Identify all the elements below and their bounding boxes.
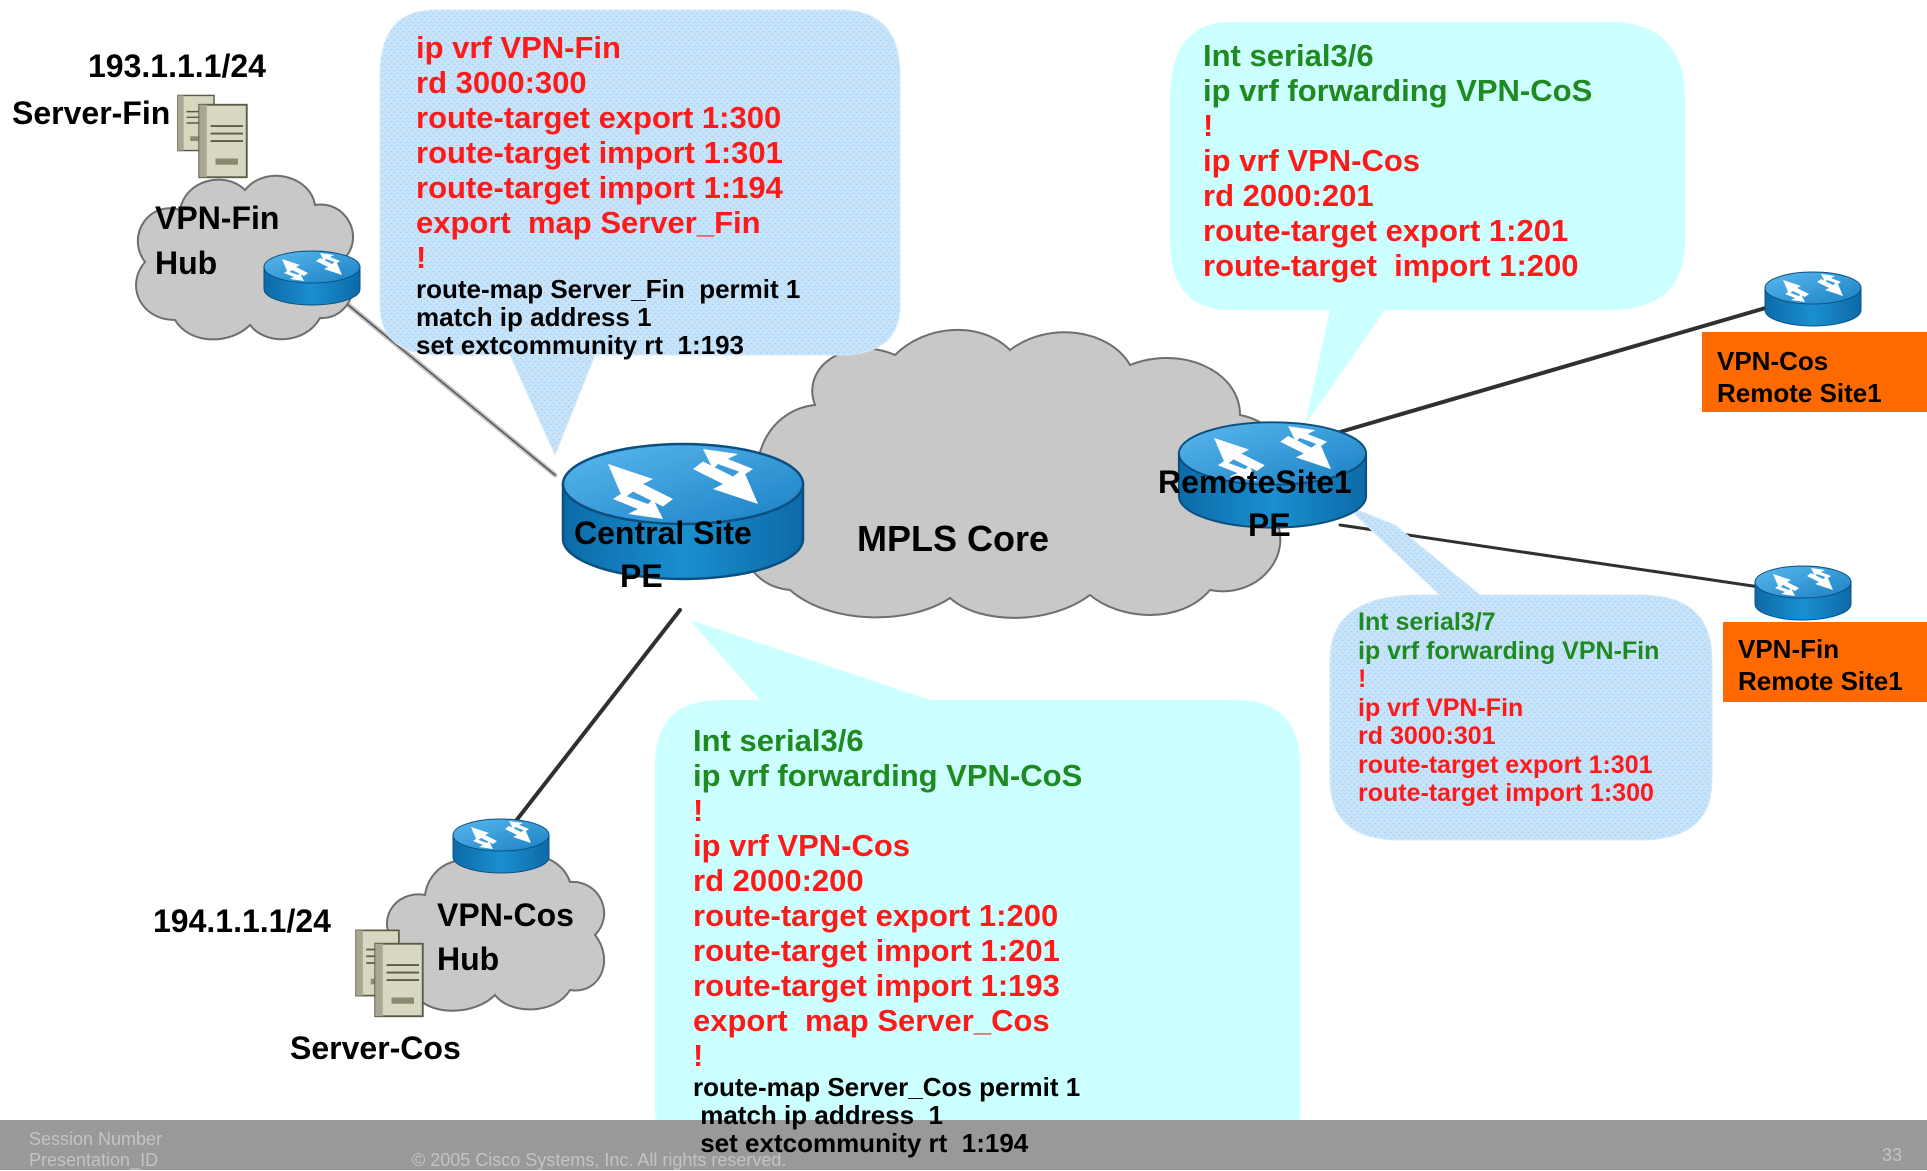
callout-central-fin <box>379 9 901 457</box>
remote-fin-site-box: VPN-Fin Remote Site1 <box>1723 622 1927 702</box>
remote-cos-site-box: VPN-Cos Remote Site1 <box>1702 332 1927 412</box>
config-line: ip vrf forwarding VPN-CoS <box>1203 73 1593 108</box>
footer-bar <box>0 1120 1927 1170</box>
server-cos-name: Server-Cos <box>290 1030 461 1066</box>
remote-site-label-line2: PE <box>1248 507 1291 543</box>
remote-site-label-line1: RemoteSite1 <box>1158 464 1352 500</box>
vpn-fin-hub-line1: VPN-Fin <box>155 200 280 236</box>
remote-fin-line2: Remote Site1 <box>1738 666 1903 696</box>
config-line: route-target import 1:200 <box>1203 248 1579 283</box>
routemap-line: set extcommunity rt 1:193 <box>416 330 745 360</box>
vpn-cos-hub-line2: Hub <box>437 941 500 977</box>
routemap-line: match ip address 1 <box>693 1100 943 1130</box>
config-line: ip vrf VPN-Cos <box>693 828 911 863</box>
central-fin-config: ip vrf VPN-Fin rd 3000:300 route-target … <box>416 30 800 359</box>
footer-session: Session Number <box>29 1129 163 1149</box>
callout-central-cos <box>655 620 1300 1170</box>
config-line: ! <box>1203 108 1214 143</box>
footer-page-number: 33 <box>1882 1145 1903 1165</box>
remote-fin-line1: VPN-Fin <box>1738 634 1840 664</box>
routemap-line: set extcommunity rt 1:194 <box>693 1128 1029 1158</box>
config-line: rd 3000:301 <box>1358 722 1496 750</box>
config-line: export map Server_Fin <box>416 205 761 240</box>
config-line: route-target export 1:200 <box>693 898 1059 933</box>
central-site-router-icon[interactable] <box>561 442 805 581</box>
vpn-cos-hub-cloud <box>383 853 606 1012</box>
routemap-line: route-map Server_Fin permit 1 <box>416 274 801 304</box>
config-line: route-target import 1:201 <box>693 933 1060 968</box>
config-line: ip vrf forwarding VPN-Fin <box>1358 636 1660 665</box>
remote-cos-config: Int serial3/6 ip vrf forwarding VPN-CoS … <box>1203 38 1592 283</box>
config-line: Int serial3/6 <box>1203 38 1374 73</box>
config-line: route-target import 1:193 <box>693 968 1060 1003</box>
footer-presentation: Presentation_ID <box>29 1150 159 1170</box>
config-line: route-target export 1:201 <box>1203 213 1569 248</box>
remote-cos-router-icon[interactable] <box>1764 271 1862 327</box>
callout-remote-cos <box>1170 22 1685 425</box>
config-line: rd 2000:200 <box>693 863 864 898</box>
vpn-cos-hub-router-icon[interactable] <box>452 818 550 874</box>
config-line: Int serial3/7 <box>1358 608 1496 636</box>
config-line: ! <box>1358 665 1367 693</box>
remote-cos-line1: VPN-Cos <box>1717 346 1829 376</box>
server-fin-icon-2[interactable] <box>198 103 248 179</box>
routemap-line: route-map Server_Cos permit 1 <box>693 1072 1081 1102</box>
remote-fin-config: Int serial3/7 ip vrf forwarding VPN-Fin … <box>1358 608 1659 808</box>
central-site-label-line1: Central Site <box>574 515 752 551</box>
mpls-core-label: MPLS Core <box>857 518 1050 559</box>
config-line: route-target import 1:194 <box>416 170 783 205</box>
server-cos-icon-2[interactable] <box>374 942 424 1018</box>
central-cos-config: Int serial3/6 ip vrf forwarding VPN-CoS … <box>693 723 1082 1157</box>
routemap-line: match ip address 1 <box>416 302 652 332</box>
config-line: rd 2000:201 <box>1203 178 1374 213</box>
config-line: route-target import 1:300 <box>1358 779 1654 807</box>
config-line: route-target import 1:301 <box>416 135 783 170</box>
config-line: ip vrf VPN-Cos <box>1203 143 1421 178</box>
server-fin-ip: 193.1.1.1/24 <box>88 48 266 84</box>
config-line: ! <box>693 1038 704 1073</box>
config-line: rd 3000:300 <box>416 65 587 100</box>
server-cos-ip: 194.1.1.1/24 <box>153 903 331 939</box>
callout-remote-fin <box>1329 504 1713 841</box>
network-links <box>327 287 1812 837</box>
config-line: route-target export 1:301 <box>1358 750 1653 779</box>
config-line: ! <box>416 240 427 275</box>
vpn-fin-hub-line2: Hub <box>155 245 218 281</box>
central-site-label-line2: PE <box>620 558 663 594</box>
vpn-cos-hub-line1: VPN-Cos <box>437 897 574 933</box>
remote-cos-line2: Remote Site1 <box>1717 378 1882 408</box>
config-line: ip vrf VPN-Fin <box>416 30 621 65</box>
config-line: route-target export 1:300 <box>416 100 782 135</box>
vpn-fin-hub-router-icon[interactable] <box>263 250 361 306</box>
config-line: export map Server_Cos <box>693 1003 1050 1038</box>
config-line: ! <box>693 793 704 828</box>
config-line: ip vrf VPN-Fin <box>1358 693 1524 722</box>
remote-fin-router-icon[interactable] <box>1754 565 1852 621</box>
mpls-core-cloud <box>744 329 1291 619</box>
config-line: Int serial3/6 <box>693 723 864 758</box>
footer-copyright: © 2005 Cisco Systems, Inc. All rights re… <box>412 1150 787 1170</box>
server-fin-name: Server-Fin <box>12 95 171 131</box>
config-line: ip vrf forwarding VPN-CoS <box>693 758 1083 793</box>
